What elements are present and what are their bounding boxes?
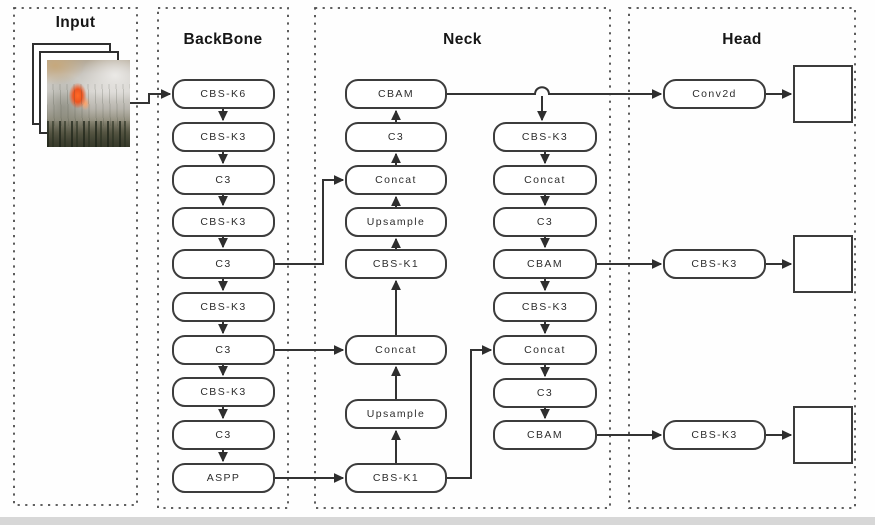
smoke-streaks [47, 84, 130, 127]
edge-neck-cbs-k1-2-to-right-concat-2 [447, 345, 493, 479]
wildfire-input-image [47, 60, 130, 147]
node-backbone-c3-4: C3 [172, 420, 275, 450]
node-neck-left-concat-2: Concat [345, 335, 447, 365]
panel-border-neck [314, 7, 611, 509]
panel-title-backbone: BackBone [183, 31, 263, 48]
node-neck-left-upsample-2: Upsample [345, 399, 447, 429]
node-backbone-cbs-k3-2: CBS-K3 [172, 207, 275, 237]
node-head-cbs-k3-1: CBS-K3 [663, 249, 766, 279]
panel-border-head [628, 7, 856, 509]
node-neck-right-cbs-k3-1: CBS-K3 [493, 122, 597, 152]
node-backbone-cbs-k6: CBS-K6 [172, 79, 275, 109]
output-scale-2 [793, 235, 853, 293]
output-scale-3 [793, 406, 853, 464]
node-neck-right-concat-1: Concat [493, 165, 597, 195]
node-neck-right-cbam-2: CBAM [493, 420, 597, 450]
node-neck-left-cbs-k1-1: CBS-K1 [345, 249, 447, 279]
node-backbone-cbs-k3-3: CBS-K3 [172, 292, 275, 322]
node-neck-left-cbam: CBAM [345, 79, 447, 109]
node-neck-right-cbam-1: CBAM [493, 249, 597, 279]
node-neck-left-cbs-k1-2: CBS-K1 [345, 463, 447, 493]
node-backbone-cbs-k3-1: CBS-K3 [172, 122, 275, 152]
node-backbone-cbs-k3-4: CBS-K3 [172, 377, 275, 407]
node-neck-right-c3-2: C3 [493, 378, 597, 408]
node-backbone-aspp: ASPP [172, 463, 275, 493]
burnt-trees [47, 120, 130, 147]
bottom-edge-strip [0, 517, 875, 525]
panel-title-neck: Neck [443, 31, 482, 48]
node-neck-right-concat-2: Concat [493, 335, 597, 365]
node-backbone-c3-3: C3 [172, 335, 275, 365]
node-head-cbs-k3-2: CBS-K3 [663, 420, 766, 450]
node-neck-left-c3: C3 [345, 122, 447, 152]
node-head-conv2d: Conv2d [663, 79, 766, 109]
edge-input-image-to-backbone-cbs-k6 [130, 89, 172, 104]
panel-title-head: Head [722, 31, 762, 48]
output-scale-1 [793, 65, 853, 123]
edge-backbone-c3-2-to-neck-concat-1 [275, 175, 345, 265]
node-neck-right-cbs-k3-2: CBS-K3 [493, 292, 597, 322]
node-backbone-c3-1: C3 [172, 165, 275, 195]
node-neck-left-concat-1: Concat [345, 165, 447, 195]
panel-title-input: Input [55, 14, 96, 31]
node-backbone-c3-2: C3 [172, 249, 275, 279]
panel-border-backbone [157, 7, 289, 509]
node-neck-right-c3-1: C3 [493, 207, 597, 237]
edge-neck-cbam-to-head-conv2d [447, 86, 663, 99]
panel-border-input [13, 7, 138, 506]
node-neck-left-upsample-1: Upsample [345, 207, 447, 237]
